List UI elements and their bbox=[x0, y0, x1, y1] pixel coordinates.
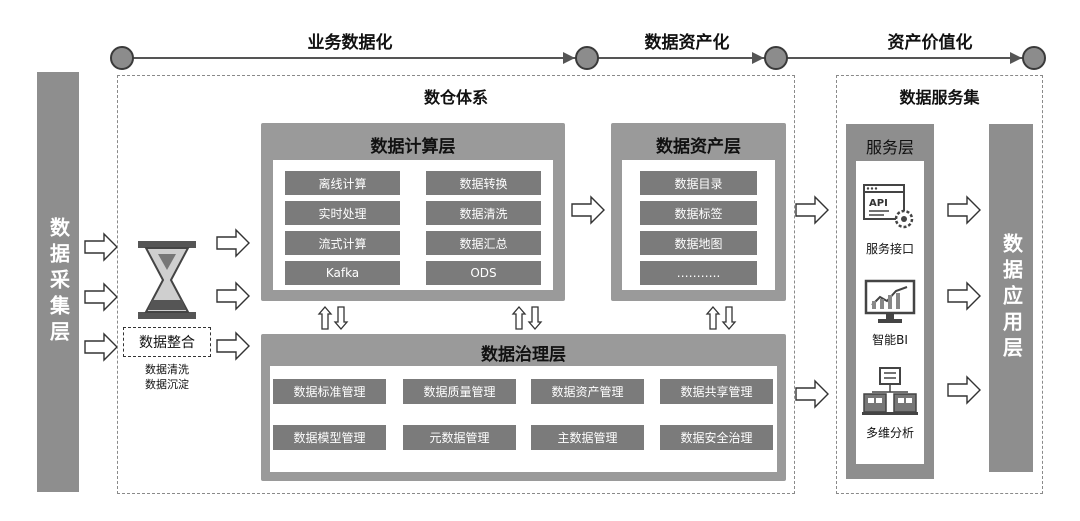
governance-item-master: 主数据管理 bbox=[531, 425, 644, 450]
compute-item-cleansing: 数据清洗 bbox=[426, 201, 541, 225]
flow-stage-1: 业务数据化 bbox=[307, 33, 393, 53]
governance-layer-title: 数据治理层 bbox=[481, 345, 566, 365]
flow-node-3 bbox=[764, 46, 788, 70]
multidimensional-analysis-icon bbox=[862, 367, 918, 415]
flow-node-end bbox=[1022, 46, 1046, 70]
service-set-title: 数据服务集 bbox=[899, 88, 980, 107]
flow-arrowhead-2 bbox=[752, 52, 764, 64]
service-item-analysis: 多维分析 bbox=[865, 426, 914, 440]
compute-item-summary: 数据汇总 bbox=[426, 231, 541, 255]
compute-item-ods: ODS bbox=[426, 261, 541, 285]
bidirectional-arrow-2 bbox=[511, 306, 543, 330]
service-to-app-arrow-2 bbox=[947, 281, 981, 311]
asset-item-catalog: 数据目录 bbox=[640, 171, 757, 195]
asset-layer-title: 数据资产层 bbox=[656, 137, 741, 157]
service-item-interface: 服务接口 bbox=[865, 242, 914, 256]
service-layer-title: 服务层 bbox=[865, 138, 914, 157]
governance-to-service-arrow bbox=[795, 379, 829, 409]
flow-stage-2: 数据资产化 bbox=[644, 33, 730, 53]
compute-item-realtime: 实时处理 bbox=[285, 201, 400, 225]
asset-to-service-arrow bbox=[795, 195, 829, 225]
governance-item-metadata: 元数据管理 bbox=[403, 425, 516, 450]
warehouse-system bbox=[117, 75, 795, 494]
integration-note-2: 数据沉淀 bbox=[145, 378, 189, 391]
asset-item-more: ……….. bbox=[640, 261, 757, 285]
warehouse-title: 数仓体系 bbox=[423, 88, 488, 107]
governance-item-quality: 数据质量管理 bbox=[403, 379, 516, 404]
governance-item-standard: 数据标准管理 bbox=[273, 379, 386, 404]
service-to-app-arrow-1 bbox=[947, 195, 981, 225]
integration-label: 数据整合 bbox=[139, 335, 195, 351]
input-arrow-1 bbox=[84, 232, 118, 262]
integration-box: 数据整合 bbox=[123, 327, 211, 357]
asset-item-map: 数据地图 bbox=[640, 231, 757, 255]
compute-item-kafka: Kafka bbox=[285, 261, 400, 285]
flow-node-start bbox=[110, 46, 134, 70]
collection-layer: 数据采集层 bbox=[37, 72, 79, 492]
governance-item-model: 数据模型管理 bbox=[273, 425, 386, 450]
application-layer: 数据应用层 bbox=[989, 124, 1033, 472]
compute-layer-title: 数据计算层 bbox=[370, 137, 456, 157]
compute-to-asset-arrow bbox=[571, 195, 605, 225]
input-arrow-3 bbox=[84, 332, 118, 362]
integration-note-1: 数据清洗 bbox=[145, 363, 189, 376]
service-item-bi: 智能BI bbox=[872, 333, 908, 347]
bi-monitor-icon bbox=[864, 279, 916, 323]
service-set bbox=[836, 75, 1043, 494]
flow-arrowhead-1 bbox=[563, 52, 575, 64]
compute-item-transform: 数据转换 bbox=[426, 171, 541, 195]
service-to-app-arrow-3 bbox=[947, 375, 981, 405]
hourglass-icon bbox=[138, 241, 196, 319]
bidirectional-arrow-3 bbox=[705, 306, 737, 330]
api-icon: API bbox=[863, 184, 914, 229]
flow-node-2 bbox=[575, 46, 599, 70]
compute-item-streaming: 流式计算 bbox=[285, 231, 400, 255]
bidirectional-arrow-1 bbox=[317, 306, 349, 330]
asset-item-tags: 数据标签 bbox=[640, 201, 757, 225]
collection-layer-label: 数据采集层 bbox=[46, 217, 71, 347]
compute-item-offline: 离线计算 bbox=[285, 171, 400, 195]
application-layer-label: 数据应用层 bbox=[999, 233, 1024, 363]
governance-input-arrow bbox=[216, 331, 250, 361]
compute-input-arrow-2 bbox=[216, 281, 250, 311]
governance-item-security: 数据安全治理 bbox=[660, 425, 773, 450]
governance-item-sharing: 数据共享管理 bbox=[660, 379, 773, 404]
governance-item-asset: 数据资产管理 bbox=[531, 379, 644, 404]
compute-input-arrow-1 bbox=[216, 228, 250, 258]
flow-stage-3: 资产价值化 bbox=[887, 33, 973, 53]
api-icon-text: API bbox=[869, 198, 888, 209]
flow-arrowhead-3 bbox=[1010, 52, 1022, 64]
input-arrow-2 bbox=[84, 282, 118, 312]
